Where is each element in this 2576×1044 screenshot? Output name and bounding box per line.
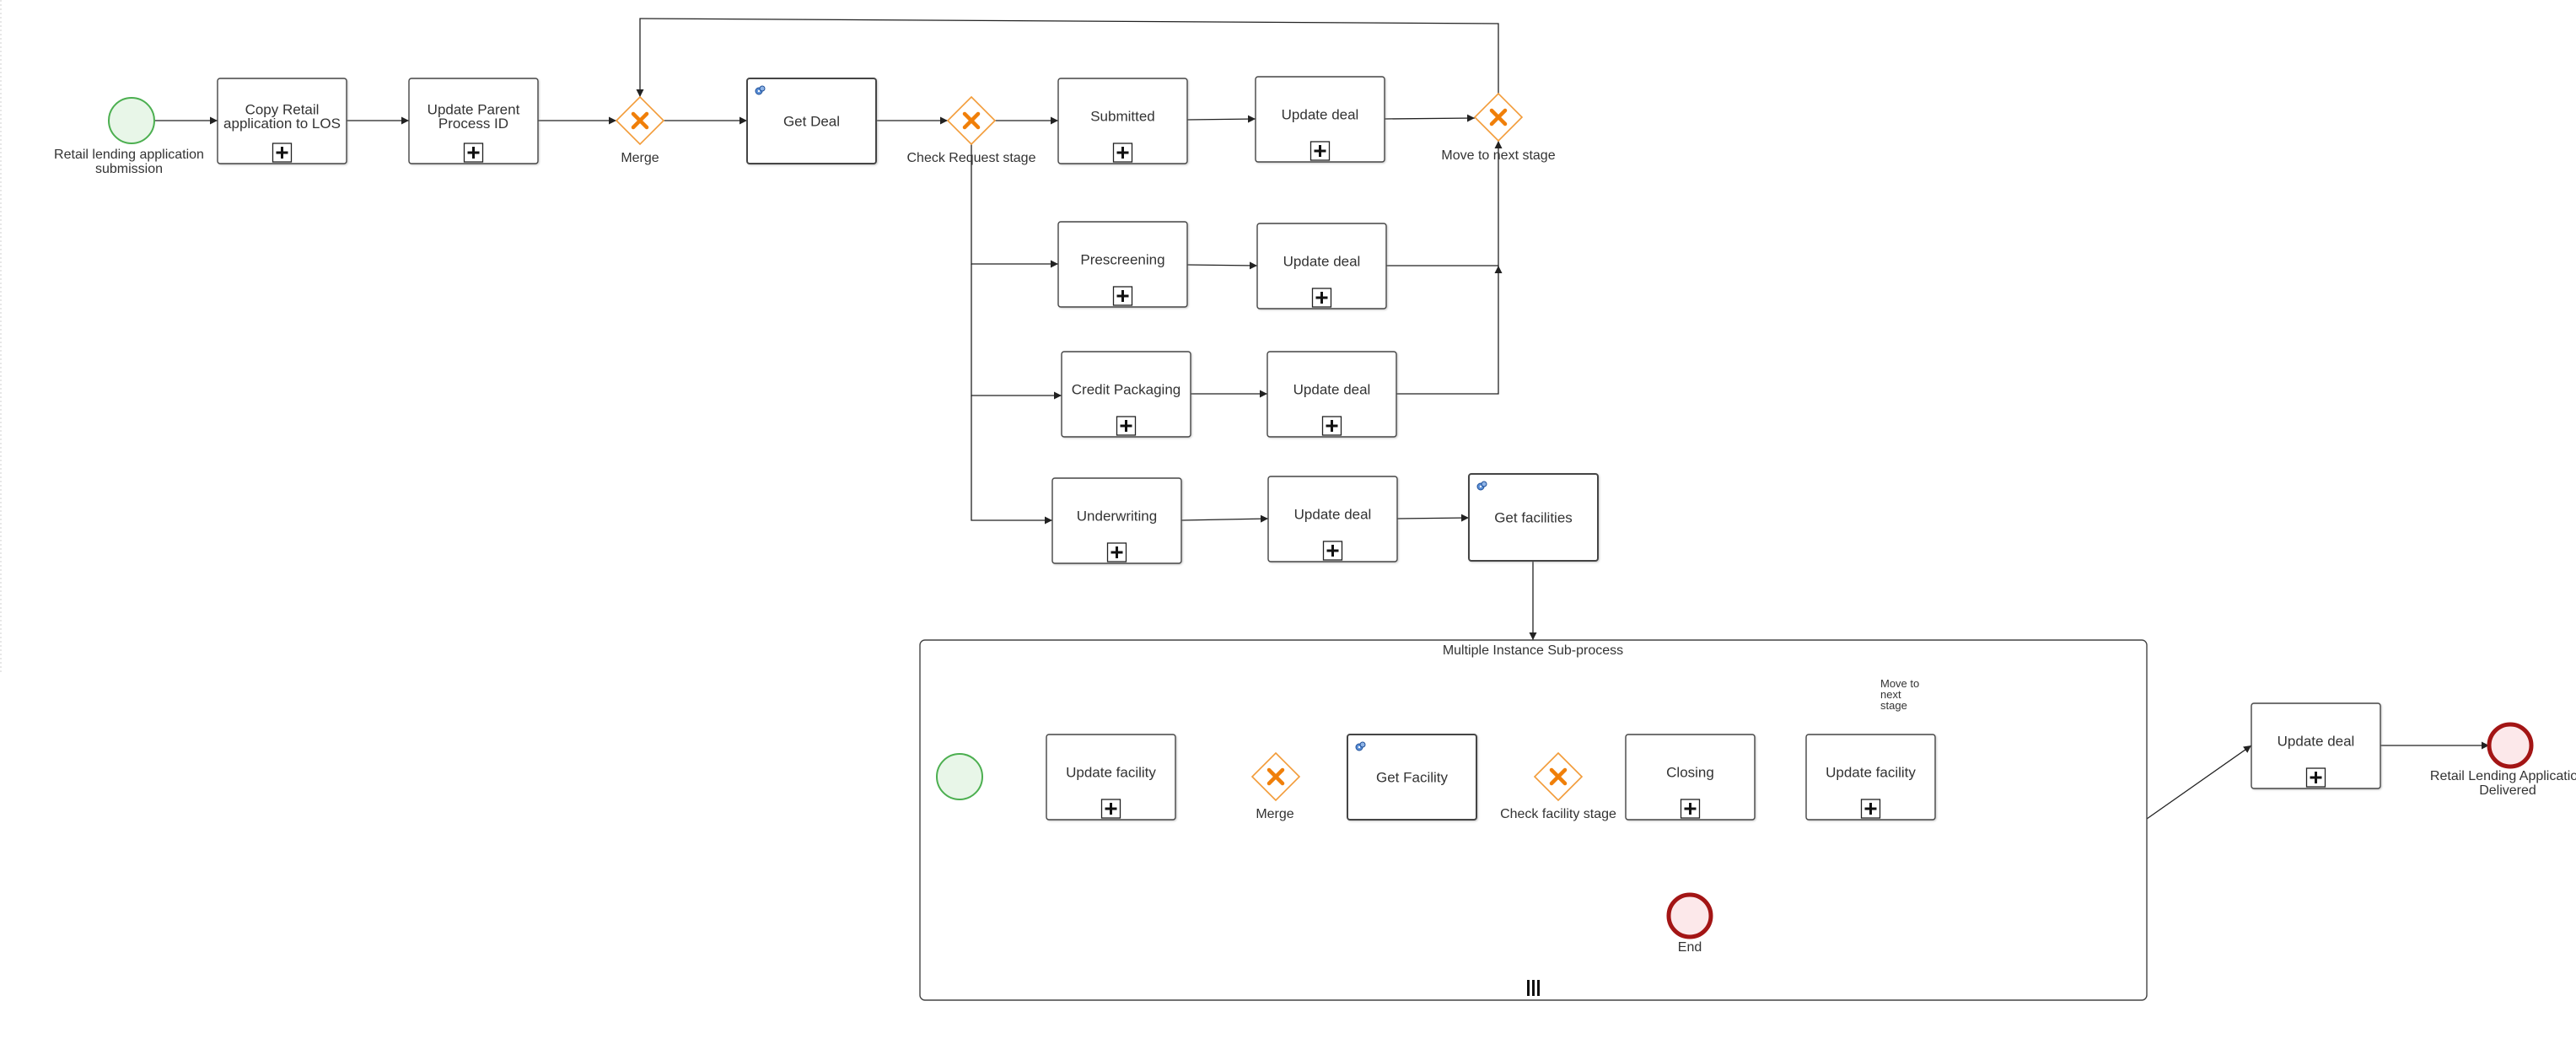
task-label: Credit Packaging: [1072, 382, 1180, 398]
subprocess-task[interactable]: Credit Packaging: [1061, 351, 1191, 438]
edge-gw-move-next-to-gw-merge-1[interactable]: [636, 18, 1499, 97]
task-label: Submitted: [1090, 109, 1155, 125]
task-label: Update facility: [1826, 765, 1916, 781]
exclusive-x-icon: [1489, 108, 1508, 126]
task-label: Update deal: [2278, 734, 2355, 750]
subprocess-plus-icon[interactable]: [1310, 141, 1331, 161]
service-task[interactable]: Get Facility: [1347, 734, 1477, 821]
exclusive-gateway-gw-move-next[interactable]: [1473, 92, 1524, 143]
gateway-label: Move to next stage: [1441, 148, 1555, 163]
subprocess-task[interactable]: Update deal: [1256, 223, 1387, 309]
gear-icon: [1355, 741, 1366, 751]
gateway-label: Merge: [1256, 807, 1293, 821]
subprocess-plus-icon[interactable]: [1311, 288, 1332, 308]
exclusive-gateway-gw-merge-1[interactable]: [615, 95, 665, 146]
start-event[interactable]: [108, 97, 155, 144]
exclusive-x-icon: [962, 111, 981, 130]
edge-subprocess-mi-to-task-update-deal-5[interactable]: [2146, 745, 2252, 820]
edge-task-update-deal-3-to-gw-move-next[interactable]: [1396, 266, 1503, 395]
subprocess-plus-icon[interactable]: [272, 143, 293, 163]
subprocess-plus-icon[interactable]: [1100, 799, 1121, 819]
task-label: Update deal: [1294, 507, 1372, 523]
edge-task-submitted-to-task-update-deal-1[interactable]: [1186, 115, 1256, 123]
gear-icon: [1476, 481, 1487, 491]
subprocess-plus-icon[interactable]: [1106, 542, 1127, 562]
parallel-multi-instance-icon: [1527, 980, 1540, 996]
subprocess-task[interactable]: Prescreening: [1057, 221, 1188, 308]
edge-task-update-deal-4-to-task-get-facilities[interactable]: [1396, 514, 1470, 522]
subprocess-plus-icon[interactable]: [1321, 416, 1342, 436]
subprocess-plus-icon[interactable]: [1116, 416, 1137, 436]
task-label: Closing: [1666, 765, 1714, 781]
task-label: Underwriting: [1077, 509, 1157, 525]
subprocess-task[interactable]: Update facility: [1046, 734, 1176, 821]
exclusive-x-icon: [1266, 767, 1285, 786]
subprocess-plus-icon[interactable]: [1680, 799, 1701, 819]
multi-instance-subprocess[interactable]: [919, 639, 2148, 1001]
subprocess-plus-icon[interactable]: [1860, 799, 1881, 819]
gateway-label: Check Request stage: [907, 151, 1036, 165]
task-label: Get Deal: [783, 114, 840, 130]
subprocess-label: Multiple Instance Sub-process: [1443, 643, 1623, 658]
edge-task-prescreening-to-task-update-deal-2[interactable]: [1186, 261, 1258, 270]
end-event[interactable]: [2487, 722, 2534, 769]
subprocess-plus-icon[interactable]: [1322, 541, 1343, 561]
gear-icon: [755, 85, 766, 95]
subprocess-task[interactable]: Update deal: [2251, 702, 2381, 789]
task-label: Update deal: [1283, 254, 1361, 270]
task-label: Get Facility: [1376, 770, 1449, 786]
exclusive-x-icon: [1549, 767, 1568, 786]
exclusive-gateway-gw-check-facility[interactable]: [1533, 751, 1584, 802]
service-task[interactable]: Get Deal: [746, 78, 877, 164]
exclusive-x-icon: [631, 111, 649, 130]
edge-gw-check-request-to-task-credit-packaging[interactable]: [971, 264, 1062, 400]
service-task[interactable]: Get facilities: [1468, 473, 1599, 562]
exclusive-gateway-gw-merge-2[interactable]: [1250, 751, 1301, 802]
edge-task-underwriting-to-task-update-deal-4[interactable]: [1180, 514, 1269, 523]
subprocess-task[interactable]: Closing: [1625, 734, 1756, 821]
task-label: Update facility: [1066, 765, 1156, 781]
edge-gw-check-request-to-task-underwriting[interactable]: [971, 396, 1052, 525]
subprocess-end-event[interactable]: [1666, 892, 1713, 939]
subprocess-task[interactable]: Update facility: [1805, 734, 1936, 821]
subprocess-plus-icon[interactable]: [2305, 767, 2326, 788]
gateway-label: Merge: [621, 151, 659, 165]
task-label: Update deal: [1293, 382, 1371, 398]
edge-task-update-deal-1-to-gw-move-next[interactable]: [1384, 114, 1476, 122]
subprocess-plus-icon[interactable]: [1112, 286, 1133, 306]
subprocess-task[interactable]: Submitted: [1057, 78, 1188, 164]
subprocess-task[interactable]: Underwriting: [1051, 477, 1182, 564]
gateway-label: Check facility stage: [1500, 807, 1616, 821]
subprocess-task[interactable]: Update deal: [1255, 76, 1385, 163]
subprocess-plus-icon[interactable]: [463, 143, 484, 163]
task-label: Prescreening: [1080, 252, 1164, 268]
subprocess-start-event[interactable]: [936, 753, 983, 800]
task-label: Get facilities: [1494, 510, 1573, 526]
exclusive-gateway-gw-check-request[interactable]: [946, 95, 997, 146]
subprocess-end-label: End: [1678, 940, 1702, 955]
subprocess-plus-icon[interactable]: [1112, 143, 1133, 163]
subprocess-task[interactable]: Update deal: [1267, 476, 1398, 562]
subprocess-task[interactable]: Update deal: [1266, 351, 1397, 438]
task-label: Update deal: [1282, 107, 1359, 123]
